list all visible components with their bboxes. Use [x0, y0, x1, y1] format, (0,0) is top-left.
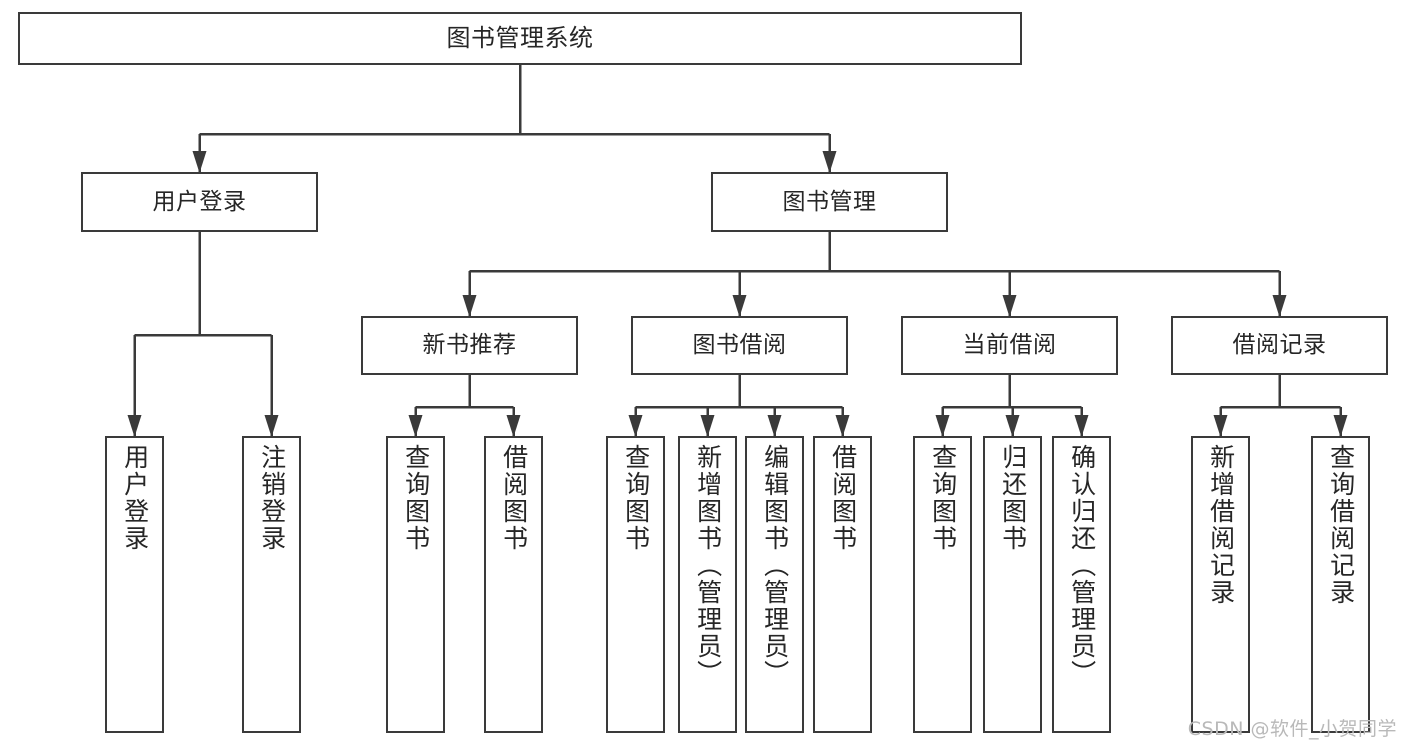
leaf-query-borrow-record[interactable]: 查询借阅记录 [1311, 436, 1370, 733]
node-user-login[interactable]: 用户登录 [81, 172, 318, 232]
leaf-borrow-book-2-label: 借阅图书 [828, 444, 858, 552]
leaf-add-book[interactable]: 新增图书（管理员） [678, 436, 737, 733]
leaf-borrow-book-1-label: 借阅图书 [499, 444, 529, 552]
leaf-add-borrow-record-label: 新增借阅记录 [1206, 444, 1236, 606]
leaf-confirm-return[interactable]: 确认归还（管理员） [1052, 436, 1111, 733]
node-user-login-label: 用户登录 [152, 188, 247, 215]
leaf-user-login-label: 用户登录 [120, 444, 150, 552]
leaf-query-book-3[interactable]: 查询图书 [913, 436, 972, 733]
node-new-book-recommend[interactable]: 新书推荐 [361, 316, 578, 375]
leaf-query-book-2-label: 查询图书 [621, 444, 651, 552]
node-book-manage-label: 图书管理 [782, 188, 877, 215]
node-borrow-record[interactable]: 借阅记录 [1171, 316, 1388, 375]
leaf-borrow-book-1[interactable]: 借阅图书 [484, 436, 543, 733]
node-book-borrow-label: 图书借阅 [692, 332, 787, 359]
leaf-query-book-1[interactable]: 查询图书 [386, 436, 445, 733]
leaf-query-book-3-label: 查询图书 [928, 444, 958, 552]
leaf-add-book-label: 新增图书（管理员） [693, 444, 723, 687]
leaf-edit-book[interactable]: 编辑图书（管理员） [745, 436, 804, 733]
node-new-book-recommend-label: 新书推荐 [422, 332, 517, 359]
leaf-borrow-book-2[interactable]: 借阅图书 [813, 436, 872, 733]
leaf-user-login[interactable]: 用户登录 [105, 436, 164, 733]
node-current-borrow[interactable]: 当前借阅 [901, 316, 1118, 375]
node-root-label: 图书管理系统 [446, 23, 594, 52]
node-current-borrow-label: 当前借阅 [962, 332, 1057, 359]
leaf-return-book-label: 归还图书 [998, 444, 1028, 552]
leaf-add-borrow-record[interactable]: 新增借阅记录 [1191, 436, 1250, 733]
leaf-query-book-2[interactable]: 查询图书 [606, 436, 665, 733]
leaf-return-book[interactable]: 归还图书 [983, 436, 1042, 733]
node-borrow-record-label: 借阅记录 [1232, 332, 1327, 359]
leaf-logout-label: 注销登录 [257, 444, 287, 552]
node-book-manage[interactable]: 图书管理 [711, 172, 948, 232]
leaf-edit-book-label: 编辑图书（管理员） [760, 444, 790, 687]
leaf-query-borrow-record-label: 查询借阅记录 [1326, 444, 1356, 606]
leaf-logout[interactable]: 注销登录 [242, 436, 301, 733]
leaf-query-book-1-label: 查询图书 [401, 444, 431, 552]
node-root[interactable]: 图书管理系统 [18, 12, 1022, 65]
watermark-text: CSDN @软件_小贺同学 [1187, 718, 1397, 740]
node-book-borrow[interactable]: 图书借阅 [631, 316, 848, 375]
leaf-confirm-return-label: 确认归还（管理员） [1067, 444, 1097, 687]
